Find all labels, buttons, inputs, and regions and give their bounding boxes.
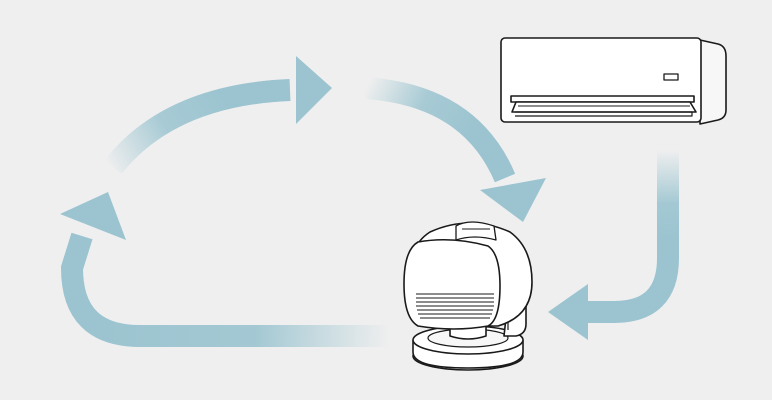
air-conditioner-icon — [501, 38, 726, 124]
air-circulator-icon — [404, 222, 532, 370]
fan-grille — [416, 294, 494, 318]
